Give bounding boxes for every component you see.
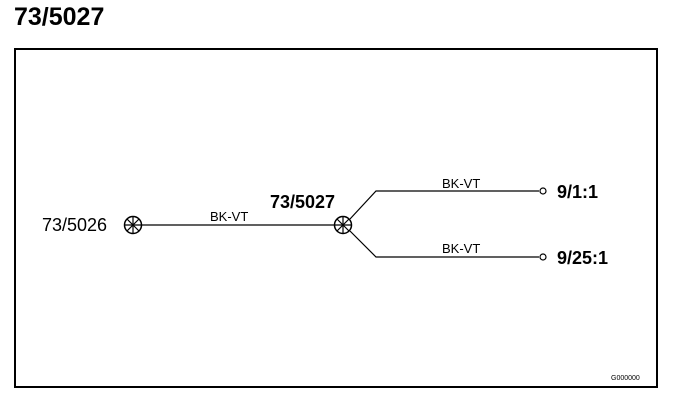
wire-lower-branch (349, 230, 539, 258)
left-connector-label: 73/5026 (42, 215, 107, 235)
diagram-frame (14, 48, 658, 388)
splice-icon (333, 215, 353, 235)
terminal-lower-label: 9/25:1 (557, 248, 608, 268)
wire-main-label: BK-VT (210, 209, 248, 224)
splice-label: 73/5027 (270, 192, 335, 212)
terminal-upper-label: 9/1:1 (557, 182, 598, 202)
terminal-lower-icon (539, 253, 547, 261)
wire-upper-branch (349, 190, 539, 220)
wire-upper-label: BK-VT (442, 176, 480, 191)
terminal-upper-icon (539, 187, 547, 195)
left-connector-icon (123, 215, 143, 235)
wire-lower-label: BK-VT (442, 241, 480, 256)
footer-code: G000000 (611, 375, 640, 382)
page-title: 73/5027 (14, 3, 105, 31)
